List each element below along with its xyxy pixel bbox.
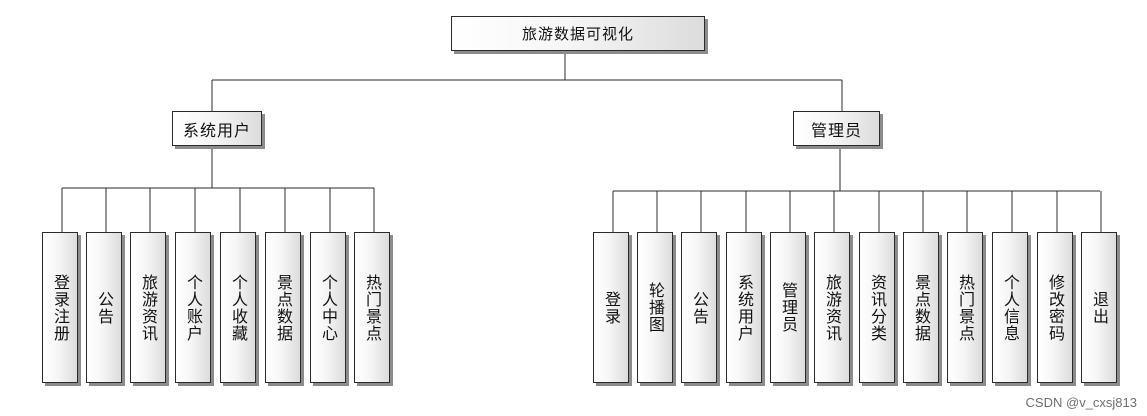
root-node: 旅游数据可视化 bbox=[451, 16, 705, 51]
system-user-child-node: 公告 bbox=[86, 232, 122, 383]
system-user-child-node: 个人收藏 bbox=[220, 232, 256, 383]
node-label: 旅游资讯 bbox=[139, 273, 158, 342]
admin-child-node: 资讯分类 bbox=[859, 232, 895, 383]
root-node-label: 旅游数据可视化 bbox=[521, 25, 634, 43]
node-label: 系统用户 bbox=[735, 273, 754, 342]
system-user-child-node: 景点数据 bbox=[265, 232, 301, 383]
admin-child-node: 轮播图 bbox=[637, 232, 673, 383]
node-label: 景点数据 bbox=[274, 273, 293, 342]
branch-node-label: 系统用户 bbox=[182, 120, 251, 140]
branch-node-system-user: 系统用户 bbox=[172, 111, 262, 146]
admin-child-node: 系统用户 bbox=[726, 232, 762, 383]
system-user-child-node: 热门景点 bbox=[354, 232, 390, 383]
node-label: 登录 bbox=[602, 290, 621, 325]
node-label: 修改密码 bbox=[1046, 273, 1065, 342]
branch-node-admin: 管理员 bbox=[793, 111, 880, 146]
node-label: 个人信息 bbox=[1001, 273, 1020, 342]
watermark: CSDN @v_cxsj813 bbox=[1025, 395, 1137, 410]
admin-child-node: 管理员 bbox=[770, 232, 806, 383]
system-user-child-node: 旅游资讯 bbox=[130, 232, 166, 383]
admin-child-node: 修改密码 bbox=[1037, 232, 1073, 383]
system-user-child-node: 登录注册 bbox=[42, 232, 78, 383]
node-label: 管理员 bbox=[779, 282, 798, 333]
node-label: 登录注册 bbox=[51, 273, 70, 342]
admin-child-node: 热门景点 bbox=[947, 232, 983, 383]
admin-child-node: 退出 bbox=[1081, 232, 1117, 383]
node-label: 个人收藏 bbox=[229, 273, 248, 342]
system-user-child-node: 个人中心 bbox=[310, 232, 346, 383]
node-label: 旅游资讯 bbox=[823, 273, 842, 342]
admin-child-node: 登录 bbox=[593, 232, 629, 383]
admin-child-node: 旅游资讯 bbox=[814, 232, 850, 383]
node-label: 公告 bbox=[95, 290, 114, 325]
node-label: 热门景点 bbox=[363, 273, 382, 342]
node-label: 热门景点 bbox=[956, 273, 975, 342]
node-label: 个人账户 bbox=[184, 273, 203, 342]
node-label: 公告 bbox=[690, 290, 709, 325]
node-label: 景点数据 bbox=[912, 273, 931, 342]
branch-node-label: 管理员 bbox=[810, 120, 862, 140]
system-user-child-node: 个人账户 bbox=[175, 232, 211, 383]
admin-child-node: 个人信息 bbox=[992, 232, 1028, 383]
node-label: 资讯分类 bbox=[868, 273, 887, 342]
node-label: 退出 bbox=[1090, 290, 1109, 325]
admin-child-node: 公告 bbox=[681, 232, 717, 383]
node-label: 轮播图 bbox=[646, 282, 665, 333]
admin-child-node: 景点数据 bbox=[903, 232, 939, 383]
node-label: 个人中心 bbox=[319, 273, 338, 342]
